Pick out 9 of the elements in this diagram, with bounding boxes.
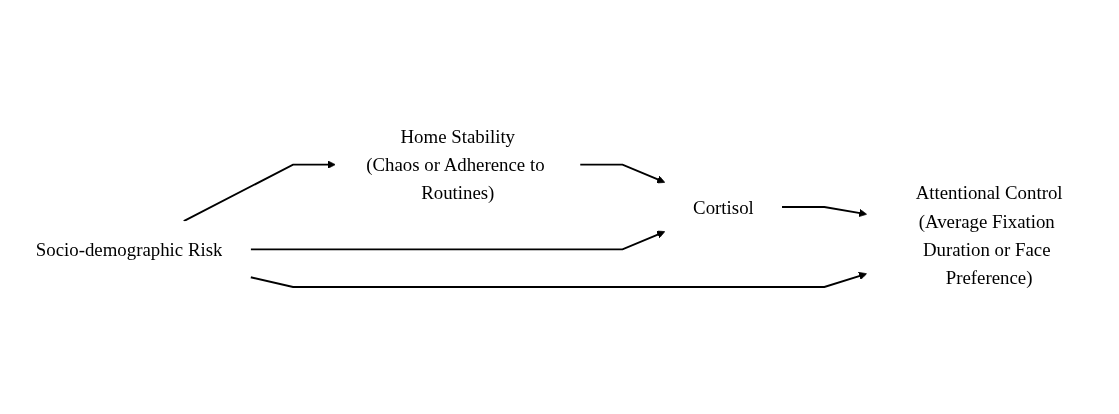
arrow — [579, 163, 666, 184]
arrow — [249, 230, 666, 251]
arrow — [781, 206, 868, 218]
arrow — [182, 160, 336, 223]
node-text: Socio-demographic Risk — [35, 239, 223, 260]
node-text: Home Stability (Chaos or Adherence to Routines) — [366, 126, 545, 204]
node-text: Cortisol — [693, 196, 754, 218]
node-text: Attentional Control (Average Fixation Duration or Face Preference) — [915, 182, 1063, 288]
arrow — [249, 272, 868, 288]
